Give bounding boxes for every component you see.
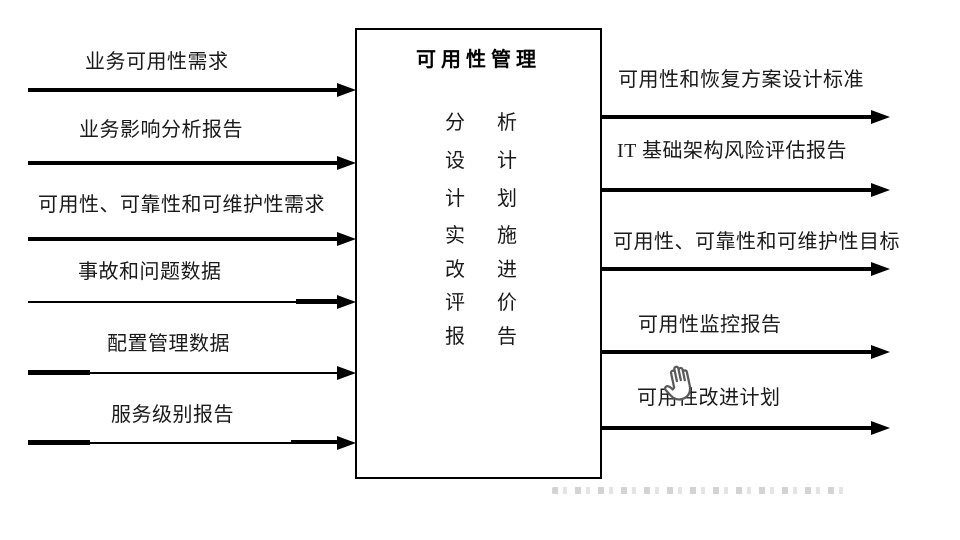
input-arrow-head (337, 83, 356, 97)
output-arrow-head (871, 345, 890, 359)
input-arrow-line (291, 440, 337, 444)
input-arrow-head (337, 232, 356, 246)
input-arrow-line (28, 440, 90, 445)
output-arrow-head (871, 421, 890, 435)
output-arrow-line (602, 426, 872, 430)
input-label: 服务级别报告 (111, 404, 234, 426)
watermark-smudge (552, 487, 848, 494)
output-arrow-line (602, 115, 872, 119)
output-label: 可用性和恢复方案设计标准 (618, 69, 864, 91)
process-activity: 分析 (445, 112, 549, 134)
input-label: 可用性、可靠性和可维护性需求 (38, 194, 325, 216)
input-label: 业务影响分析报告 (79, 119, 243, 141)
input-arrow-line (88, 372, 337, 374)
input-arrow-line (88, 442, 293, 444)
input-arrow-line (28, 237, 338, 241)
output-arrow-head (871, 110, 890, 124)
input-arrow-line (28, 301, 298, 303)
input-label: 事故和问题数据 (78, 261, 222, 283)
process-box-title: 可用性管理 (416, 49, 541, 71)
process-activity: 报告 (445, 326, 549, 348)
process-activity: 改进 (445, 259, 549, 281)
process-activity: 评价 (445, 292, 549, 314)
output-label: 可用性、可靠性和可维护性目标 (613, 231, 900, 253)
input-arrow-line (28, 161, 338, 165)
output-arrow-line (602, 188, 872, 192)
input-arrow-head (337, 156, 356, 170)
input-arrow-head (337, 295, 356, 309)
output-arrow-head (871, 262, 890, 276)
output-label: 可用性监控报告 (638, 314, 782, 336)
output-arrow-head (871, 183, 890, 197)
input-arrow-head (337, 366, 356, 380)
hand-grab-cursor-icon (664, 365, 692, 401)
input-arrow-line (28, 370, 90, 375)
process-activity: 计划 (445, 188, 549, 210)
output-arrow-line (602, 267, 872, 271)
input-arrow-line (28, 88, 338, 92)
input-label: 配置管理数据 (107, 333, 230, 355)
input-arrow-head (337, 436, 356, 450)
output-label: IT 基础架构风险评估报告 (617, 140, 848, 162)
output-arrow-line (602, 350, 872, 354)
input-label: 业务可用性需求 (85, 51, 229, 73)
output-label: 可用性改进计划 (637, 387, 781, 409)
process-activity: 设计 (445, 150, 549, 172)
process-activity: 实施 (445, 225, 549, 247)
input-arrow-line (296, 299, 337, 304)
process-box (355, 28, 602, 479)
